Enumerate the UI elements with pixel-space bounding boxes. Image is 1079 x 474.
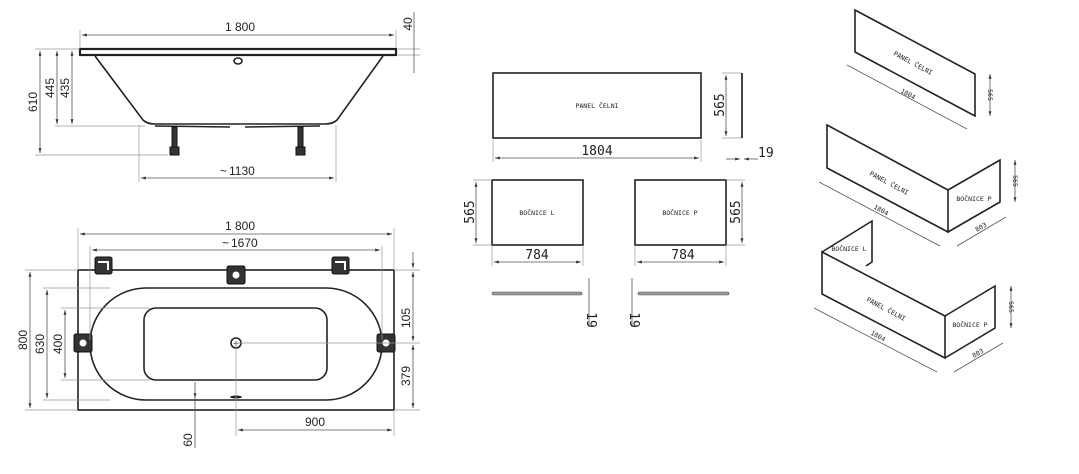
dim-width: 784	[671, 248, 695, 263]
panel-front-2d: PANEL ČELNI 1804 565 19	[492, 72, 774, 162]
dim-height-445: 445	[43, 78, 57, 98]
leg-foot	[295, 146, 306, 156]
panel-label: BOČNICE L	[831, 244, 866, 253]
leg	[297, 126, 304, 148]
dim-inner-width: 630	[33, 334, 47, 354]
iso-three-panels: BOČNICE L PANEL ČELNI BOČNICE P 1804 803…	[813, 219, 1015, 373]
leg-foot	[169, 146, 180, 156]
dim-drain-top: 105	[399, 308, 413, 328]
dim-bottom-width: 400	[51, 334, 65, 354]
panel-edge	[741, 73, 743, 138]
approx-sign: ~	[222, 236, 229, 250]
dim-side-width: 803	[971, 347, 985, 360]
dim-legs: 1130	[229, 164, 255, 178]
panel-side-right-2d: BOČNICE P 565 784 19	[626, 179, 745, 328]
panel-label: PANEL ČELNI	[865, 295, 907, 323]
dim-width: 1804	[872, 203, 890, 217]
dim-length: 1 800	[225, 20, 255, 34]
panel-label: PANEL ČELNI	[575, 101, 618, 110]
dim-height: 565	[729, 200, 744, 223]
overflow-hole	[233, 57, 243, 65]
faucet-icon	[331, 256, 350, 275]
faucet-icon	[94, 256, 113, 275]
dim-height: 565	[1007, 301, 1015, 313]
dim-height-435: 435	[58, 78, 72, 98]
dim-width: 800	[16, 330, 30, 350]
dim-drain-right: 900	[305, 415, 325, 429]
dim-width: 1804	[899, 87, 917, 101]
leg	[171, 126, 178, 148]
dim-thickness: 19	[626, 312, 641, 328]
tub-bottom	[143, 307, 328, 381]
panel-label: BOČNICE P	[952, 320, 987, 329]
panel-side-left-2d: BOČNICE L 565 784 19	[463, 179, 598, 328]
tub-body	[94, 55, 384, 125]
iso-front-right-panels: PANEL ČELNI BOČNICE P 1804 803 565	[818, 123, 1019, 247]
dim-thickness: 19	[758, 146, 774, 161]
approx-sign: ~	[220, 164, 227, 178]
tub-rim	[78, 47, 398, 57]
dim-drain-bottom: 379	[399, 366, 413, 386]
dim-inner-length: 1670	[231, 236, 258, 250]
mount-bracket-icon	[73, 333, 93, 353]
panel-edge	[491, 291, 583, 296]
dim-width: 784	[525, 248, 549, 263]
panel-label: BOČNICE P	[662, 208, 697, 217]
dim-height: 565	[1011, 175, 1019, 187]
support-frame	[244, 125, 321, 128]
dim-thickness: 19	[583, 312, 598, 328]
mount-bracket-icon	[226, 265, 246, 285]
dim-height: 565	[986, 89, 994, 101]
panel-label: BOČNICE L	[519, 208, 554, 217]
dim-length: 1 800	[225, 219, 255, 233]
dim-height: 565	[463, 200, 478, 223]
dim-width: 1804	[581, 144, 612, 159]
dim-rim: 40	[401, 17, 415, 31]
dim-height-total: 610	[26, 92, 40, 112]
dim-overflow: 60	[181, 433, 195, 447]
panel-label: PANEL ČELNI	[892, 49, 934, 77]
iso-front-panel: PANEL ČELNI 1804 565	[846, 8, 994, 130]
side-view: 1 800 40 610 445 435 ~ 1130	[26, 12, 420, 182]
dim-height: 565	[713, 93, 728, 116]
support-frame	[154, 125, 231, 128]
dim-side-width: 803	[974, 221, 988, 234]
panel-edge	[637, 291, 730, 296]
panel-label: BOČNICE P	[956, 194, 991, 203]
top-view: + 1 800 ~ 1670 800 630 400 105 379 900	[16, 219, 420, 448]
